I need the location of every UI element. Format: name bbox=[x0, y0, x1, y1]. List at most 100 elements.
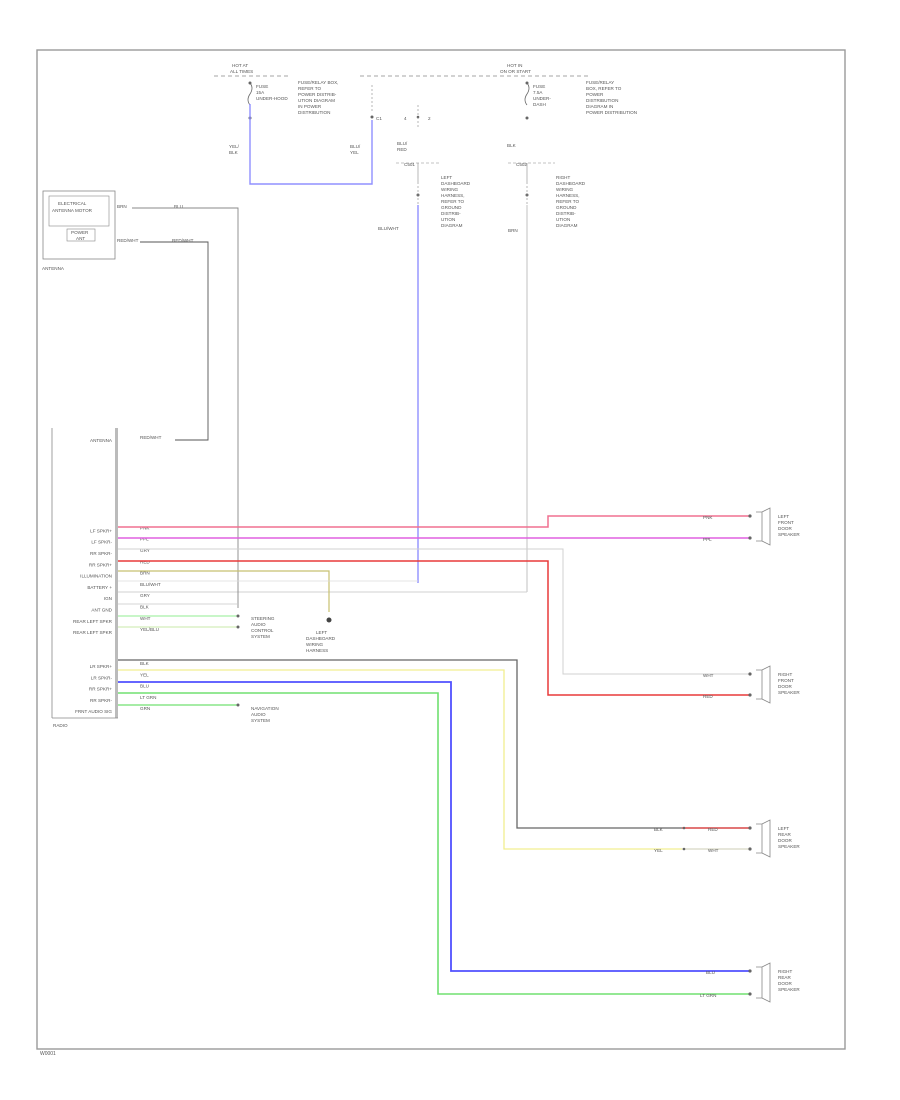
svg-text:ANTENNA: ANTENNA bbox=[42, 266, 65, 271]
svg-text:YEL: YEL bbox=[654, 848, 663, 853]
radio-pin-wire-color: BRN bbox=[140, 571, 150, 576]
svg-text:LEFT: LEFT bbox=[316, 630, 327, 635]
radio-pin-wire-color: BLU/WHT bbox=[140, 582, 161, 587]
svg-text:PPL: PPL bbox=[703, 537, 712, 542]
radio-pin-name: FRNT AUDIO SIG bbox=[75, 709, 112, 714]
radio-pin-wire-color: GRY bbox=[140, 548, 150, 553]
svg-text:BRN: BRN bbox=[508, 228, 518, 233]
svg-text:DIAGRAM: DIAGRAM bbox=[441, 223, 463, 228]
svg-text:YEL/: YEL/ bbox=[229, 144, 240, 149]
radio-pin-row: LF SPKR-PPL bbox=[91, 537, 149, 545]
svg-text:LT GRN: LT GRN bbox=[700, 993, 716, 998]
svg-text:STEERING: STEERING bbox=[251, 616, 275, 621]
svg-text:RIGHT: RIGHT bbox=[778, 672, 792, 677]
wire-lr-spkr-plus bbox=[118, 659, 750, 829]
wire-rr-spkr-green bbox=[118, 692, 750, 995]
svg-text:HARNESS,: HARNESS, bbox=[441, 193, 465, 198]
svg-text:2: 2 bbox=[428, 116, 431, 121]
svg-text:RADIO: RADIO bbox=[53, 723, 68, 728]
radio-pin-name: LF SPKR- bbox=[91, 540, 112, 545]
svg-text:DOOR: DOOR bbox=[778, 838, 792, 843]
radio-pin-name: ILLUMINATION bbox=[80, 574, 112, 579]
svg-text:4: 4 bbox=[404, 116, 407, 121]
radio-pin-row: LR SPKR-YEL bbox=[91, 672, 149, 680]
svg-text:GROUND: GROUND bbox=[441, 205, 462, 210]
radio-pin-name: LR SPKR- bbox=[91, 675, 113, 680]
radio-pin-row: BATTERY +BLU/WHT bbox=[87, 582, 161, 590]
svg-text:FUSE: FUSE bbox=[533, 84, 545, 89]
antenna-motor-unit: ELECTRICAL ANTENNA MOTOR POWER ANT ANTEN… bbox=[42, 190, 194, 271]
svg-text:DISTRIBUTION: DISTRIBUTION bbox=[298, 110, 330, 115]
svg-text:DIAGRAM: DIAGRAM bbox=[556, 223, 578, 228]
dash-ground-label: LEFT DASHBOARD WIRING HARNESS bbox=[306, 617, 336, 653]
svg-text:DOOR: DOOR bbox=[778, 526, 792, 531]
svg-text:ELECTRICAL: ELECTRICAL bbox=[58, 201, 87, 206]
svg-text:POWER DISTRIBUTION: POWER DISTRIBUTION bbox=[586, 110, 637, 115]
svg-text:FUSE: FUSE bbox=[256, 84, 268, 89]
svg-text:DOOR: DOOR bbox=[778, 684, 792, 689]
svg-text:WIRING: WIRING bbox=[441, 187, 459, 192]
right-fuse-group: HOT IN ON OR START FUSE 7.5A UNDER- DASH… bbox=[500, 63, 637, 148]
svg-text:REFER TO: REFER TO bbox=[556, 199, 579, 204]
svg-text:YEL: YEL bbox=[350, 150, 359, 155]
navigation-label: NAVIGATION AUDIO SYSTEM bbox=[236, 703, 279, 723]
radio-pin-wire-color: RED bbox=[140, 559, 150, 564]
svg-text:C502: C502 bbox=[516, 162, 527, 167]
wire-antenna-signal bbox=[140, 241, 209, 441]
wire-lf-spkr-plus bbox=[118, 515, 750, 528]
svg-text:BLU/: BLU/ bbox=[397, 141, 408, 146]
radio-pin-row: FRNT AUDIO SIG GRN bbox=[75, 706, 150, 714]
svg-text:BRN: BRN bbox=[117, 204, 127, 209]
svg-text:WIRING: WIRING bbox=[306, 642, 324, 647]
speaker-left-rear: BLK RED YEL WHT LEFT REAR DOOR SPEAKER bbox=[654, 819, 800, 858]
svg-text:GROUND: GROUND bbox=[556, 205, 577, 210]
svg-text:DASHBOARD: DASHBOARD bbox=[306, 636, 336, 641]
svg-text:DIAGRAM IN: DIAGRAM IN bbox=[586, 104, 613, 109]
wire-antenna-power bbox=[132, 207, 239, 608]
svg-text:DASHBOARD: DASHBOARD bbox=[556, 181, 586, 186]
radio-pin-name: RR SPKR- bbox=[90, 698, 112, 703]
svg-text:RIGHT: RIGHT bbox=[778, 969, 792, 974]
svg-text:BLK: BLK bbox=[507, 143, 517, 148]
svg-text:POWER: POWER bbox=[586, 92, 604, 97]
svg-text:BLU: BLU bbox=[706, 970, 715, 975]
svg-text:BLU/: BLU/ bbox=[350, 144, 361, 149]
svg-text:HARNESS,: HARNESS, bbox=[556, 193, 580, 198]
svg-text:WHT: WHT bbox=[703, 673, 714, 678]
svg-text:DASHBOARD: DASHBOARD bbox=[441, 181, 471, 186]
wire-rr-spkr-gray bbox=[118, 548, 750, 675]
svg-text:FRONT: FRONT bbox=[778, 678, 794, 683]
radio-pin-wire-color: BLK bbox=[140, 605, 150, 610]
svg-text:7.5A: 7.5A bbox=[533, 90, 543, 95]
svg-text:UTION: UTION bbox=[441, 217, 455, 222]
radio-pin-name: LR SPKR+ bbox=[90, 664, 113, 669]
radio-pin-name: LF SPKR+ bbox=[90, 528, 112, 533]
svg-text:HOT IN: HOT IN bbox=[507, 63, 522, 68]
svg-text:RED: RED bbox=[708, 827, 718, 832]
radio-pin-wire-color: GRN bbox=[140, 706, 150, 711]
radio-pin-wire-color: BLK bbox=[140, 661, 150, 666]
radio-pin-row: RR SPKR+BLU bbox=[89, 684, 149, 692]
svg-text:BLU: BLU bbox=[174, 204, 183, 209]
wire-battery-feed bbox=[249, 104, 373, 185]
left-fuse-group: HOT AT ALL TIMES FUSE 15A UNDER-HOOD FUS… bbox=[214, 63, 382, 155]
svg-text:UTION DIAGRAM: UTION DIAGRAM bbox=[298, 98, 335, 103]
svg-text:PNK: PNK bbox=[703, 515, 713, 520]
svg-text:ALL TIMES: ALL TIMES bbox=[230, 69, 253, 74]
svg-text:C1: C1 bbox=[376, 116, 382, 121]
svg-text:FRONT: FRONT bbox=[778, 520, 794, 525]
radio-pin-name: ANT GND bbox=[91, 608, 112, 613]
radio-pin-row: LR SPKR+ BLK bbox=[90, 661, 150, 669]
svg-text:SPEAKER: SPEAKER bbox=[778, 532, 800, 537]
svg-text:HARNESS: HARNESS bbox=[306, 648, 328, 653]
radio-unit: RADIO bbox=[51, 428, 118, 728]
radio-pin-wire-color: WHT bbox=[140, 616, 151, 621]
radio-pin-row: ILLUMINATION BRN bbox=[80, 571, 150, 579]
svg-text:LEFT: LEFT bbox=[778, 826, 789, 831]
wire-lr-spkr-minus bbox=[118, 669, 750, 850]
svg-text:CONTROL: CONTROL bbox=[251, 628, 274, 633]
svg-text:SYSTEM: SYSTEM bbox=[251, 718, 270, 723]
